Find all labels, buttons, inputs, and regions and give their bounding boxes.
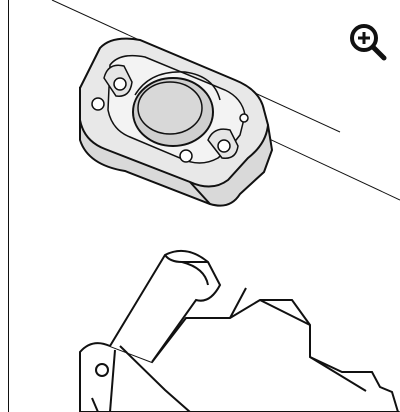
roller-bracket-part: [79, 249, 400, 412]
zoom-in-icon[interactable]: [348, 22, 388, 62]
housing-block-part: [79, 37, 274, 207]
